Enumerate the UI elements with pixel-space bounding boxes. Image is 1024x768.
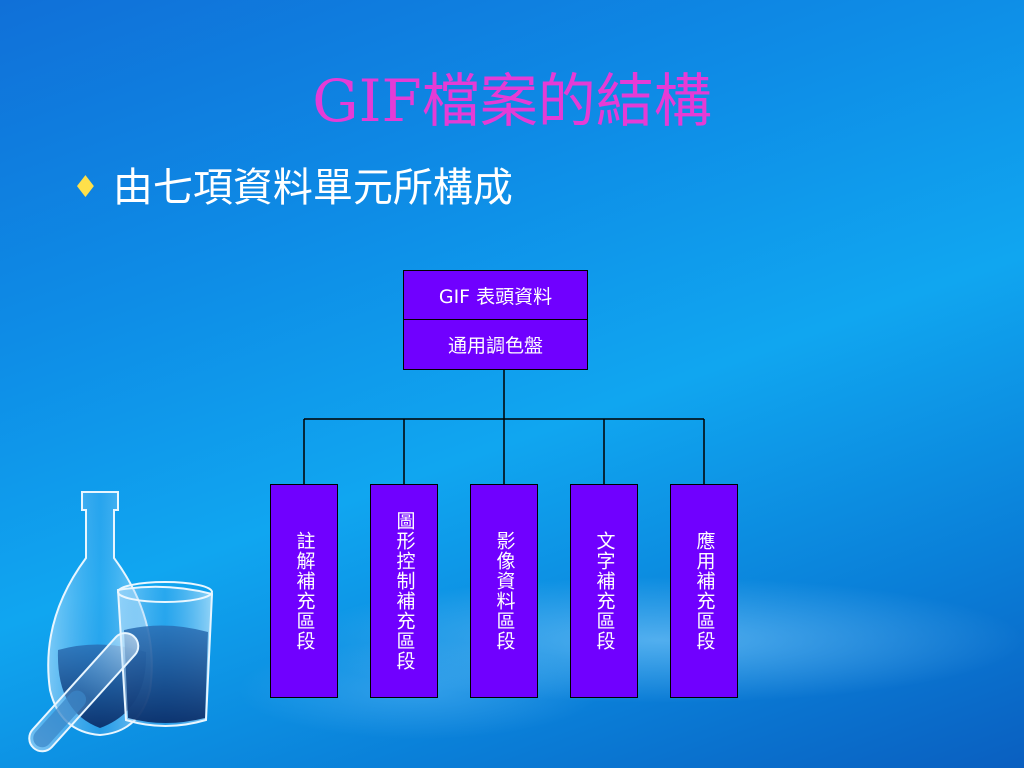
- child-box-label: 應用補充區段: [693, 531, 716, 651]
- global-palette-label: 通用調色盤: [447, 335, 543, 357]
- beaker-liquid: [124, 625, 208, 723]
- child-box-image-data: 影像資料區段: [470, 484, 538, 698]
- child-box-label: 影像資料區段: [493, 531, 516, 651]
- slide-title: GIF檔案的結構: [312, 67, 712, 135]
- child-box-application-extension: 應用補充區段: [670, 484, 738, 698]
- child-box-label: 文字補充區段: [593, 531, 616, 651]
- bullet-text: 由七項資料單元所構成: [112, 165, 513, 211]
- diamond-bullet-icon: ♦: [72, 170, 99, 205]
- child-box-label: 註解補充區段: [293, 531, 316, 651]
- lab-glassware-illustration: [28, 491, 214, 753]
- child-box-label: 圖形控制補充區段: [393, 511, 416, 671]
- child-box-graphic-control-extension: 圖形控制補充區段: [370, 484, 438, 698]
- gif-header-box: GIF 表頭資料 通用調色盤: [403, 270, 588, 370]
- child-box-comment-extension: 註解補充區段: [270, 484, 338, 698]
- bullet-item: ♦ 由七項資料單元所構成: [72, 168, 513, 208]
- gif-header-label: GIF 表頭資料: [404, 271, 587, 320]
- beaker-rim: [117, 581, 213, 603]
- test-tube-liquid: [33, 690, 87, 748]
- child-box-text-extension: 文字補充區段: [570, 484, 638, 698]
